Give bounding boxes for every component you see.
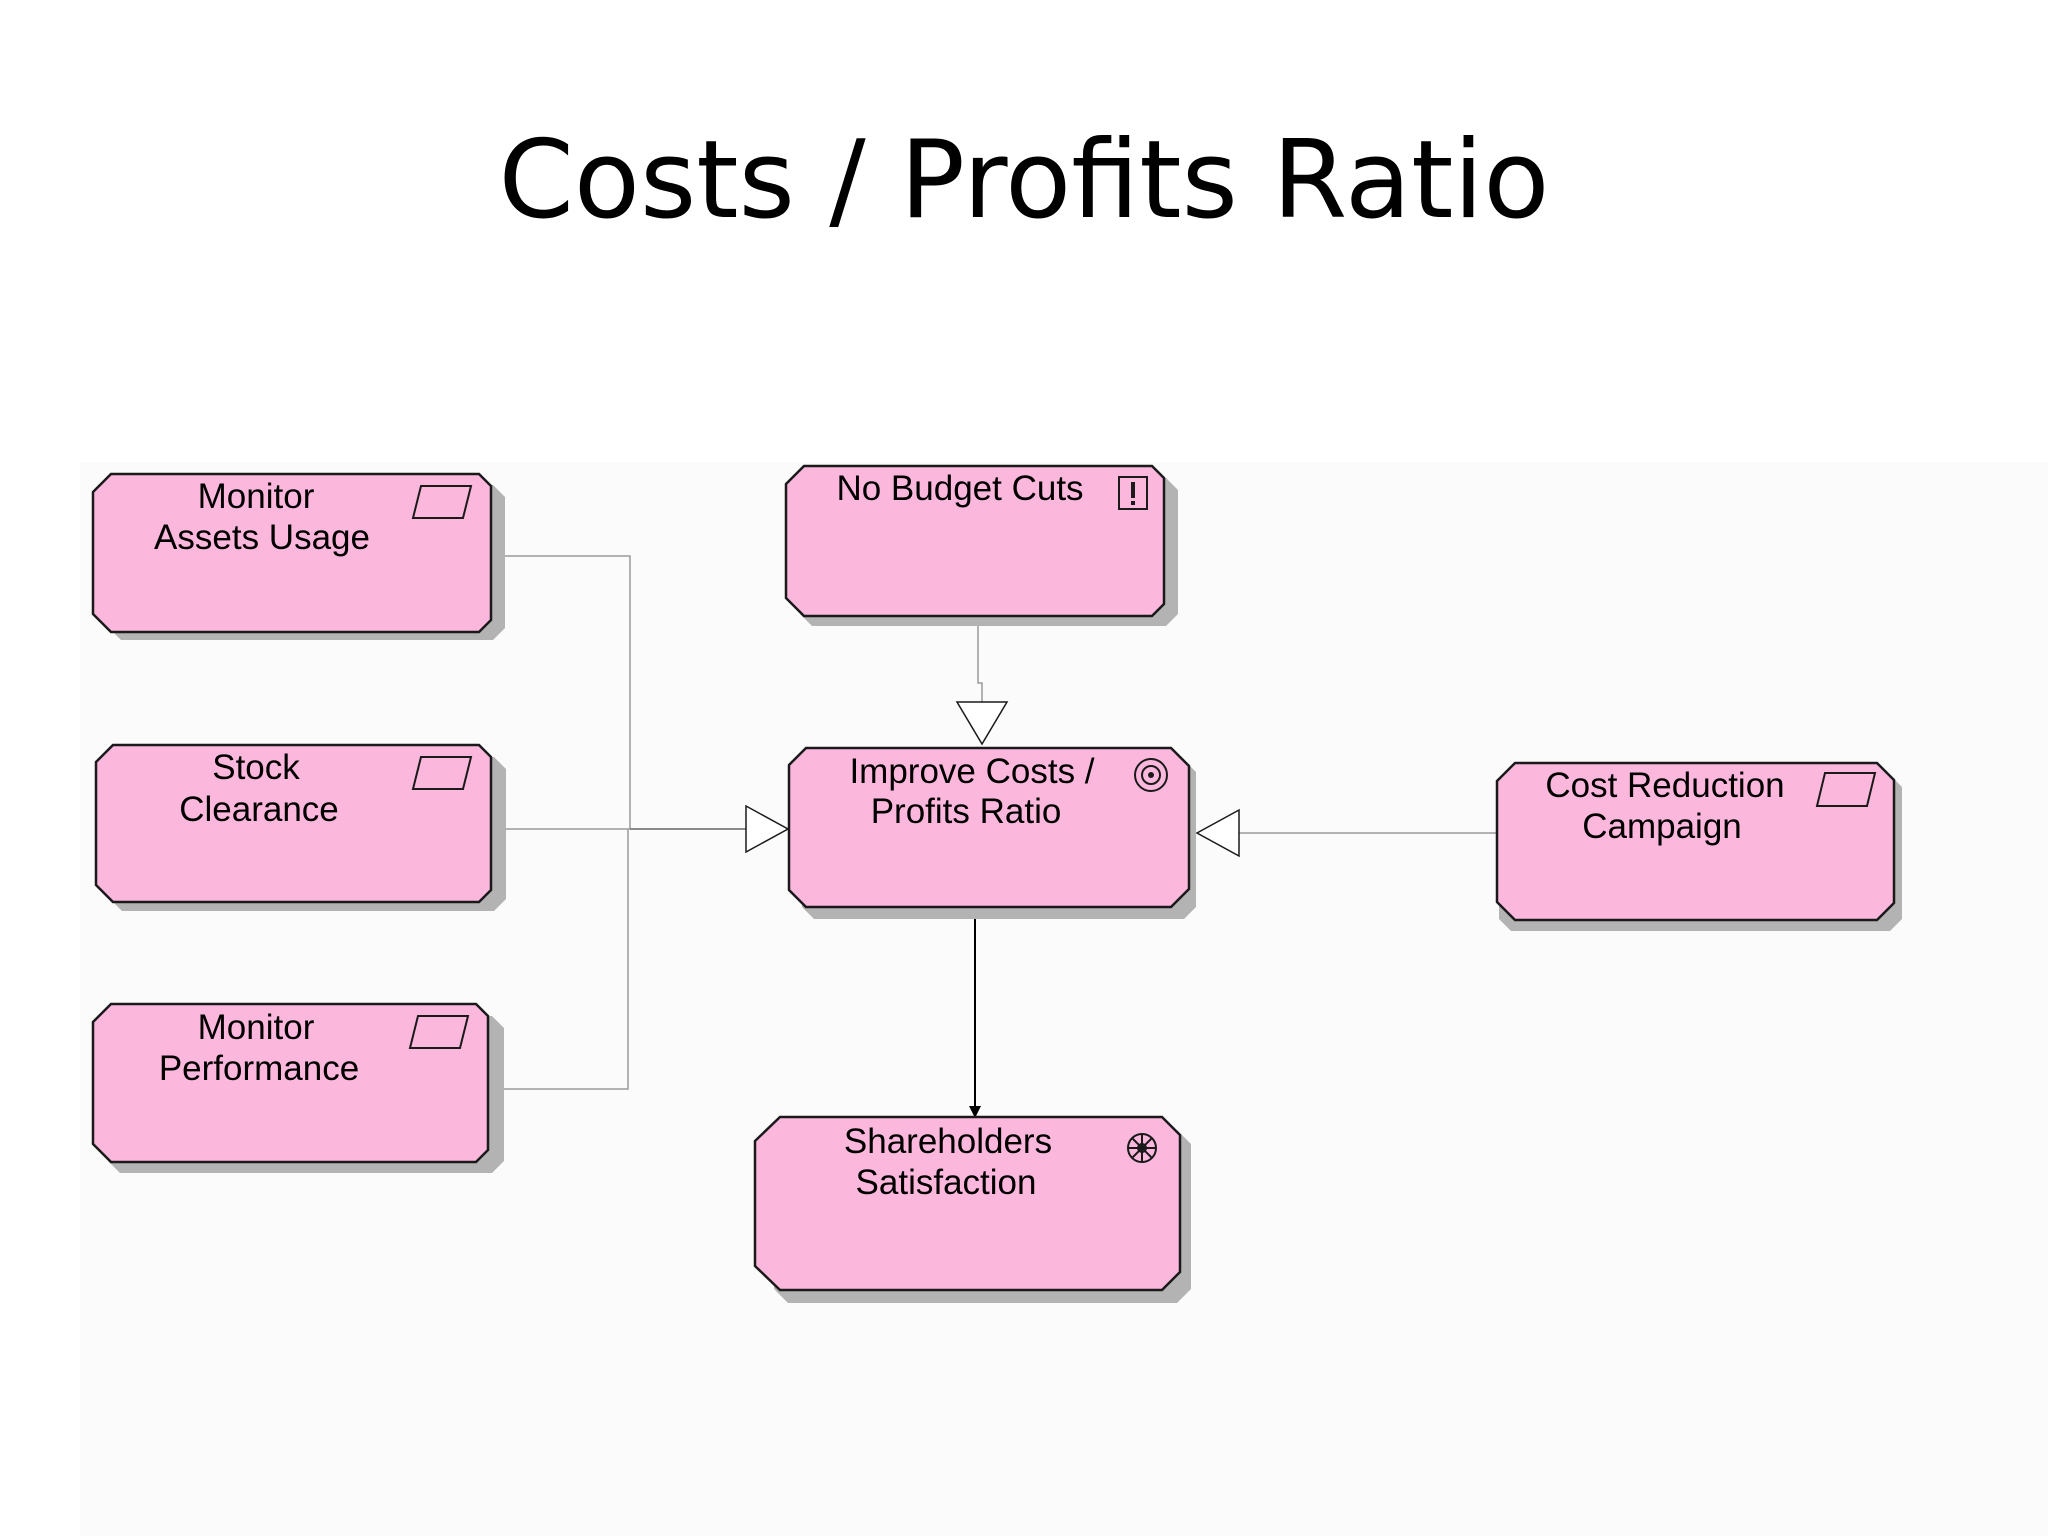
node-shareholders-satisfaction[interactable]: Shareholders Satisfaction <box>753 1115 1191 1303</box>
node-box <box>784 464 1166 618</box>
process-parallelogram-icon <box>411 756 473 790</box>
node-box <box>94 743 493 904</box>
node-label-line1: Cost Reduction <box>1545 766 1784 805</box>
goal-target-icon <box>1134 758 1168 792</box>
node-box <box>1495 761 1896 922</box>
node-label-line1: Shareholders <box>844 1122 1052 1161</box>
connector-monitor-performance-to-junction <box>496 829 629 1090</box>
process-parallelogram-icon <box>408 1015 470 1049</box>
node-monitor-assets-usage[interactable]: Monitor Assets Usage <box>91 472 505 640</box>
node-label-line1: Monitor <box>198 1008 315 1047</box>
process-parallelogram-icon <box>1815 772 1877 807</box>
diagram-canvas-background <box>80 462 2048 1536</box>
node-label-line1: Monitor <box>198 477 315 516</box>
node-monitor-performance[interactable]: Monitor Performance <box>91 1002 504 1173</box>
node-label-line2: Profits Ratio <box>871 792 1062 831</box>
influence-arrowhead-top <box>955 701 1009 746</box>
realization-arrowhead-left <box>745 804 790 854</box>
node-label-line2: Assets Usage <box>154 518 370 557</box>
constraint-exclamation-icon <box>1118 476 1148 510</box>
node-label-line1: Improve Costs / <box>849 752 1094 791</box>
slide-title: Costs / Profits Ratio <box>498 118 1550 243</box>
node-label-line1: Stock <box>212 748 300 787</box>
node-label-line2: Campaign <box>1582 807 1742 846</box>
node-label-line1: No Budget Cuts <box>836 469 1083 508</box>
connectors <box>496 555 1496 1118</box>
node-improve-costs-profits-ratio[interactable]: Improve Costs / Profits Ratio <box>787 746 1196 919</box>
node-box <box>753 1115 1182 1292</box>
connector-monitor-assets-to-junction <box>498 555 631 829</box>
node-label-line2: Performance <box>159 1049 359 1088</box>
node-box <box>787 746 1191 909</box>
process-parallelogram-icon <box>411 485 473 519</box>
node-stock-clearance[interactable]: Stock Clearance <box>94 743 506 911</box>
node-cost-reduction-campaign[interactable]: Cost Reduction Campaign <box>1495 761 1902 931</box>
node-label-line2: Satisfaction <box>856 1163 1037 1202</box>
node-no-budget-cuts[interactable]: No Budget Cuts <box>784 464 1178 626</box>
connector-no-budget-cuts-to-improve <box>977 624 983 702</box>
node-box <box>91 1002 490 1164</box>
realization-arrowhead-right <box>1195 808 1240 858</box>
driver-wheel-icon <box>1127 1133 1157 1163</box>
node-label-line2: Clearance <box>179 790 339 829</box>
node-box <box>91 472 493 634</box>
